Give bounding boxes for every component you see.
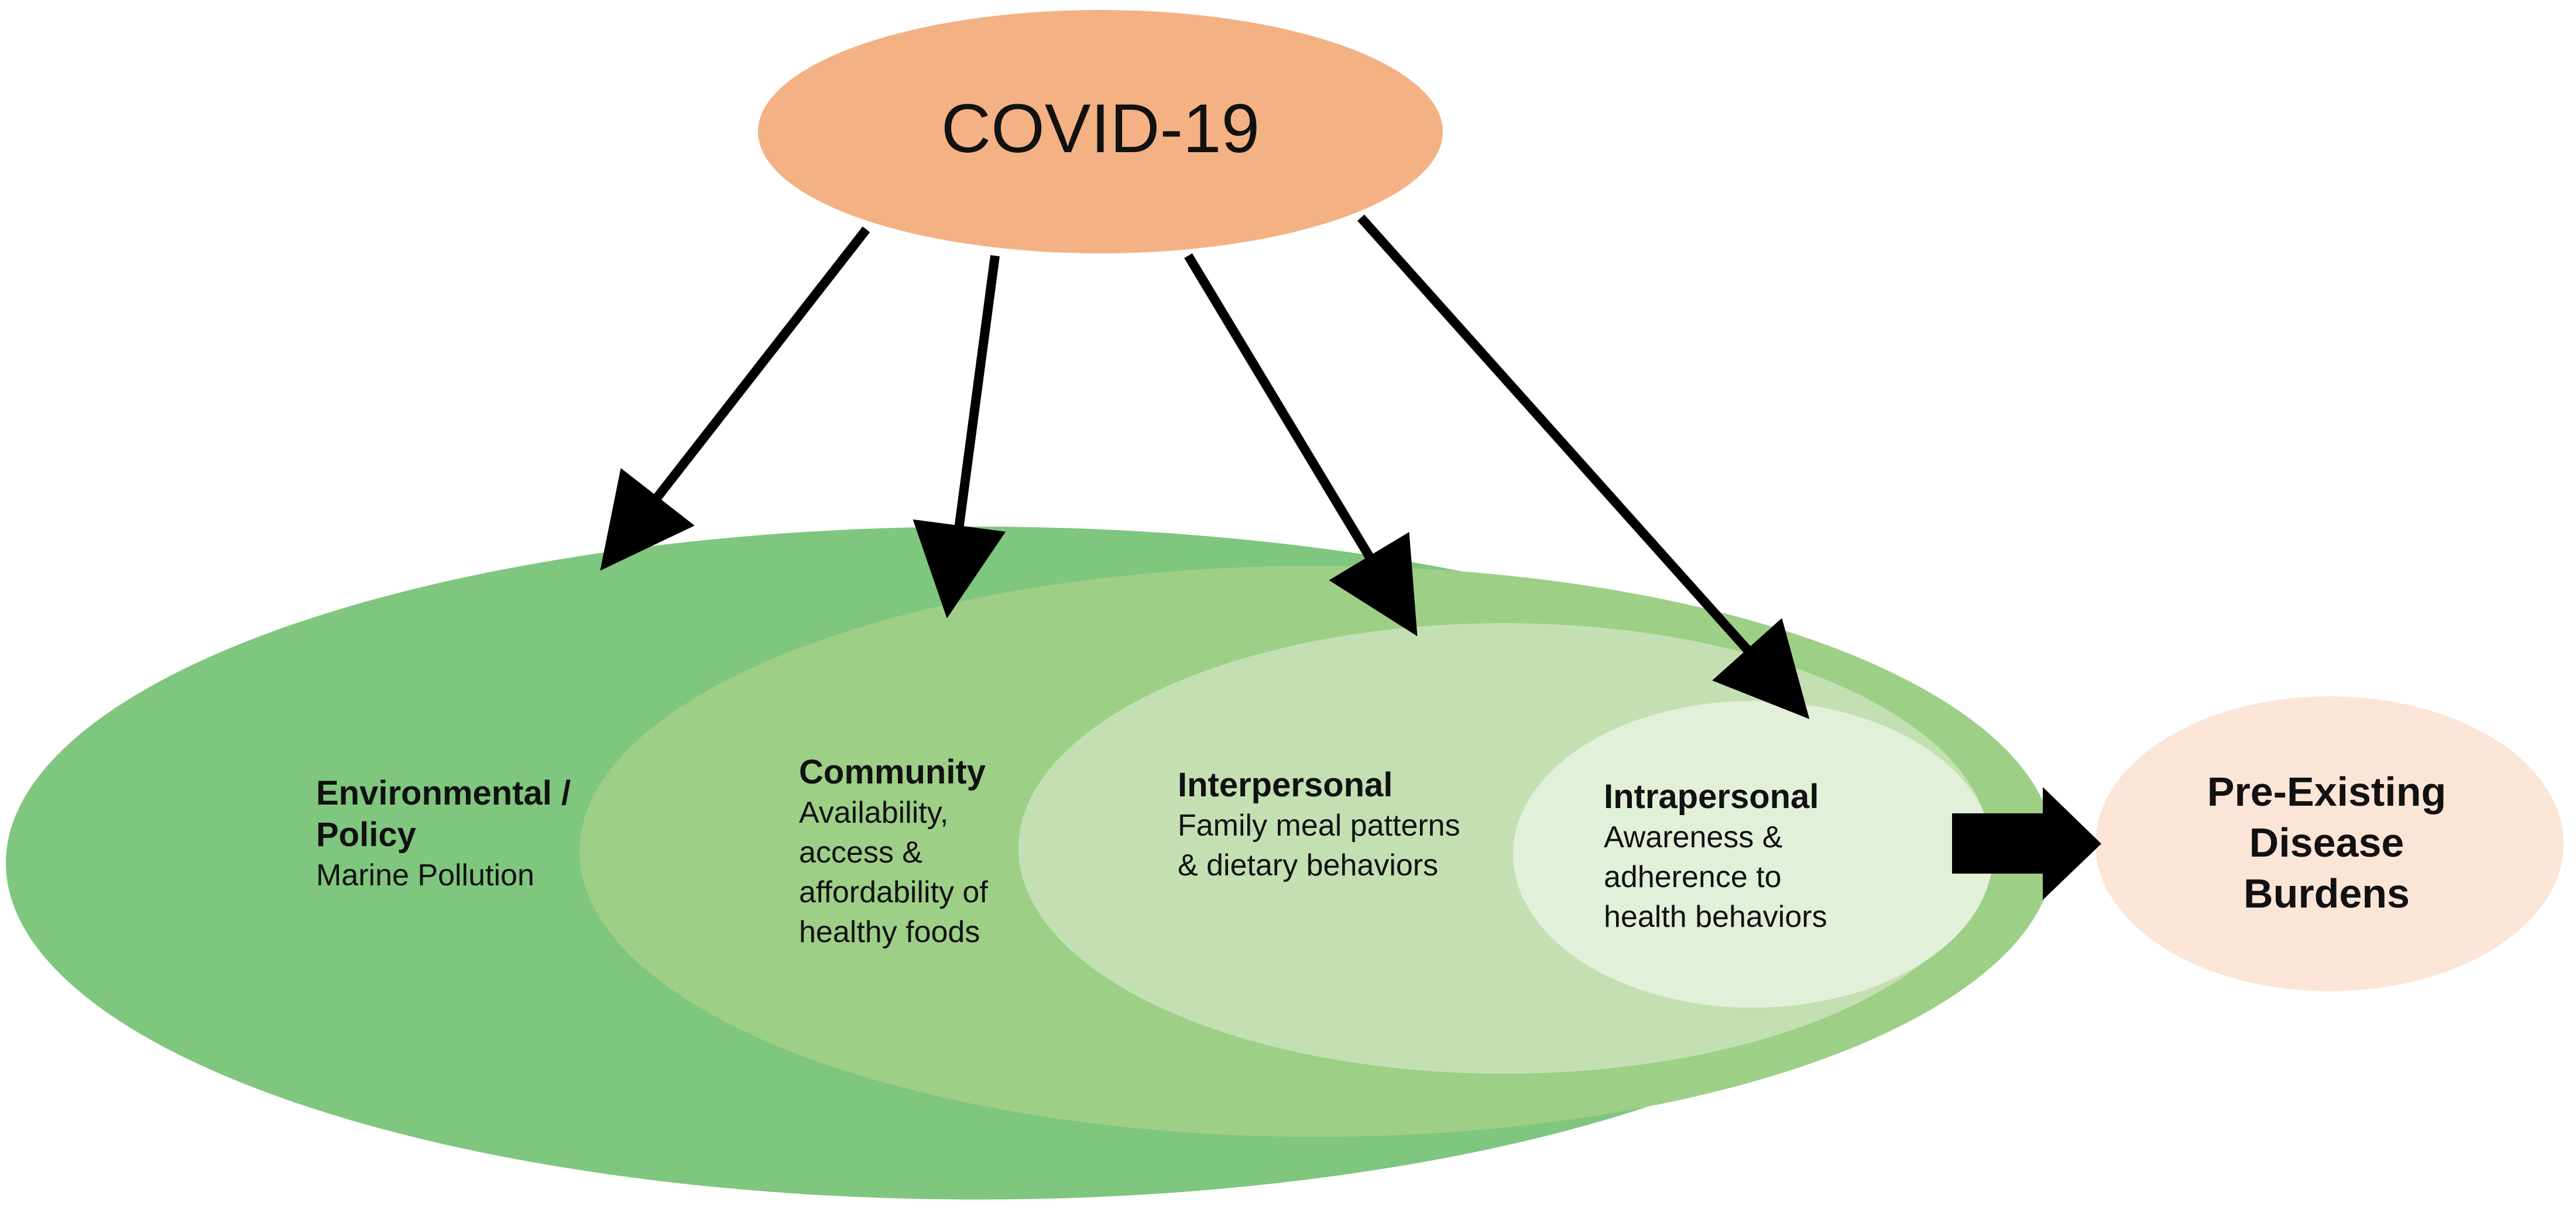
intrapersonal-ellipse bbox=[1513, 701, 1993, 1008]
environmental-policy-description: Marine Pollution bbox=[316, 858, 534, 892]
environmental-policy-label: Environmental / Policy Marine Pollution bbox=[316, 772, 609, 895]
interpersonal-description: Family meal patterns & dietary behaviors bbox=[1178, 809, 1460, 882]
intrapersonal-title: Intrapersonal bbox=[1604, 778, 1819, 816]
arrow-covid-to-community bbox=[913, 255, 1006, 618]
intrapersonal-label: Intrapersonal Awareness & adherence to h… bbox=[1604, 776, 1932, 937]
pre-existing-disease-burdens-node bbox=[2095, 696, 2564, 991]
interpersonal-label: Interpersonal Family meal patterns & die… bbox=[1178, 764, 1541, 885]
community-label: Community Availability, access & afforda… bbox=[799, 751, 1103, 952]
environmental-policy-title: Environmental / Policy bbox=[316, 774, 571, 854]
intrapersonal-description: Awareness & adherence to health behavior… bbox=[1604, 820, 1827, 934]
arrow-covid-to-environmental bbox=[600, 226, 870, 571]
covid-19-node bbox=[758, 10, 1443, 253]
community-description: Availability, access & affordability of … bbox=[799, 796, 988, 949]
arrow-covid-to-interpersonal bbox=[1184, 253, 1418, 637]
arrow-covid-to-intrapersonal bbox=[1357, 214, 1810, 719]
pre-existing-disease-burdens-label: Pre-Existing Disease Burdens bbox=[2207, 769, 2447, 916]
community-title: Community bbox=[799, 753, 986, 791]
covid-19-label: COVID-19 bbox=[941, 90, 1260, 167]
block-arrow-to-outcome bbox=[1952, 787, 2101, 900]
interpersonal-title: Interpersonal bbox=[1178, 766, 1393, 804]
